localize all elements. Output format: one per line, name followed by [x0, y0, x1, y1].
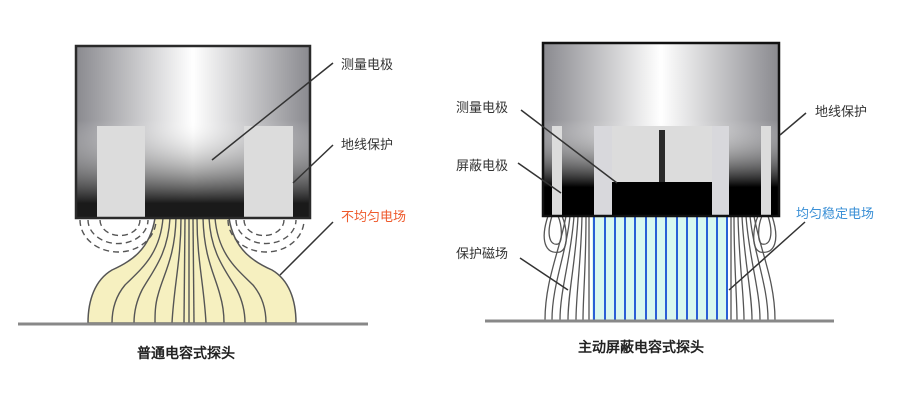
active-shield-probe	[485, 41, 834, 323]
label-measure-electrode-left: 测量电极	[341, 58, 394, 73]
label-ground-guard-left: 地线保护	[341, 138, 394, 153]
ground-guard-left	[97, 126, 145, 218]
label-ground-guard-right: 地线保护	[815, 105, 868, 120]
label-uniform-field: 均匀稳定电场	[796, 207, 875, 222]
ground-guard-right	[244, 126, 293, 218]
label-nonuniform-field: 不均匀电场	[341, 210, 407, 225]
caption-standard-probe: 普通电容式探头	[137, 346, 235, 362]
measurement-electrode	[612, 182, 712, 216]
caption-active-shield-probe: 主动屏蔽电容式探头	[578, 340, 704, 356]
label-shield-electrode: 屏蔽电极	[456, 159, 509, 174]
label-guard-field: 保护磁场	[456, 247, 509, 262]
standard-probe	[18, 44, 368, 326]
label-measure-electrode-right: 测量电极	[456, 101, 509, 116]
